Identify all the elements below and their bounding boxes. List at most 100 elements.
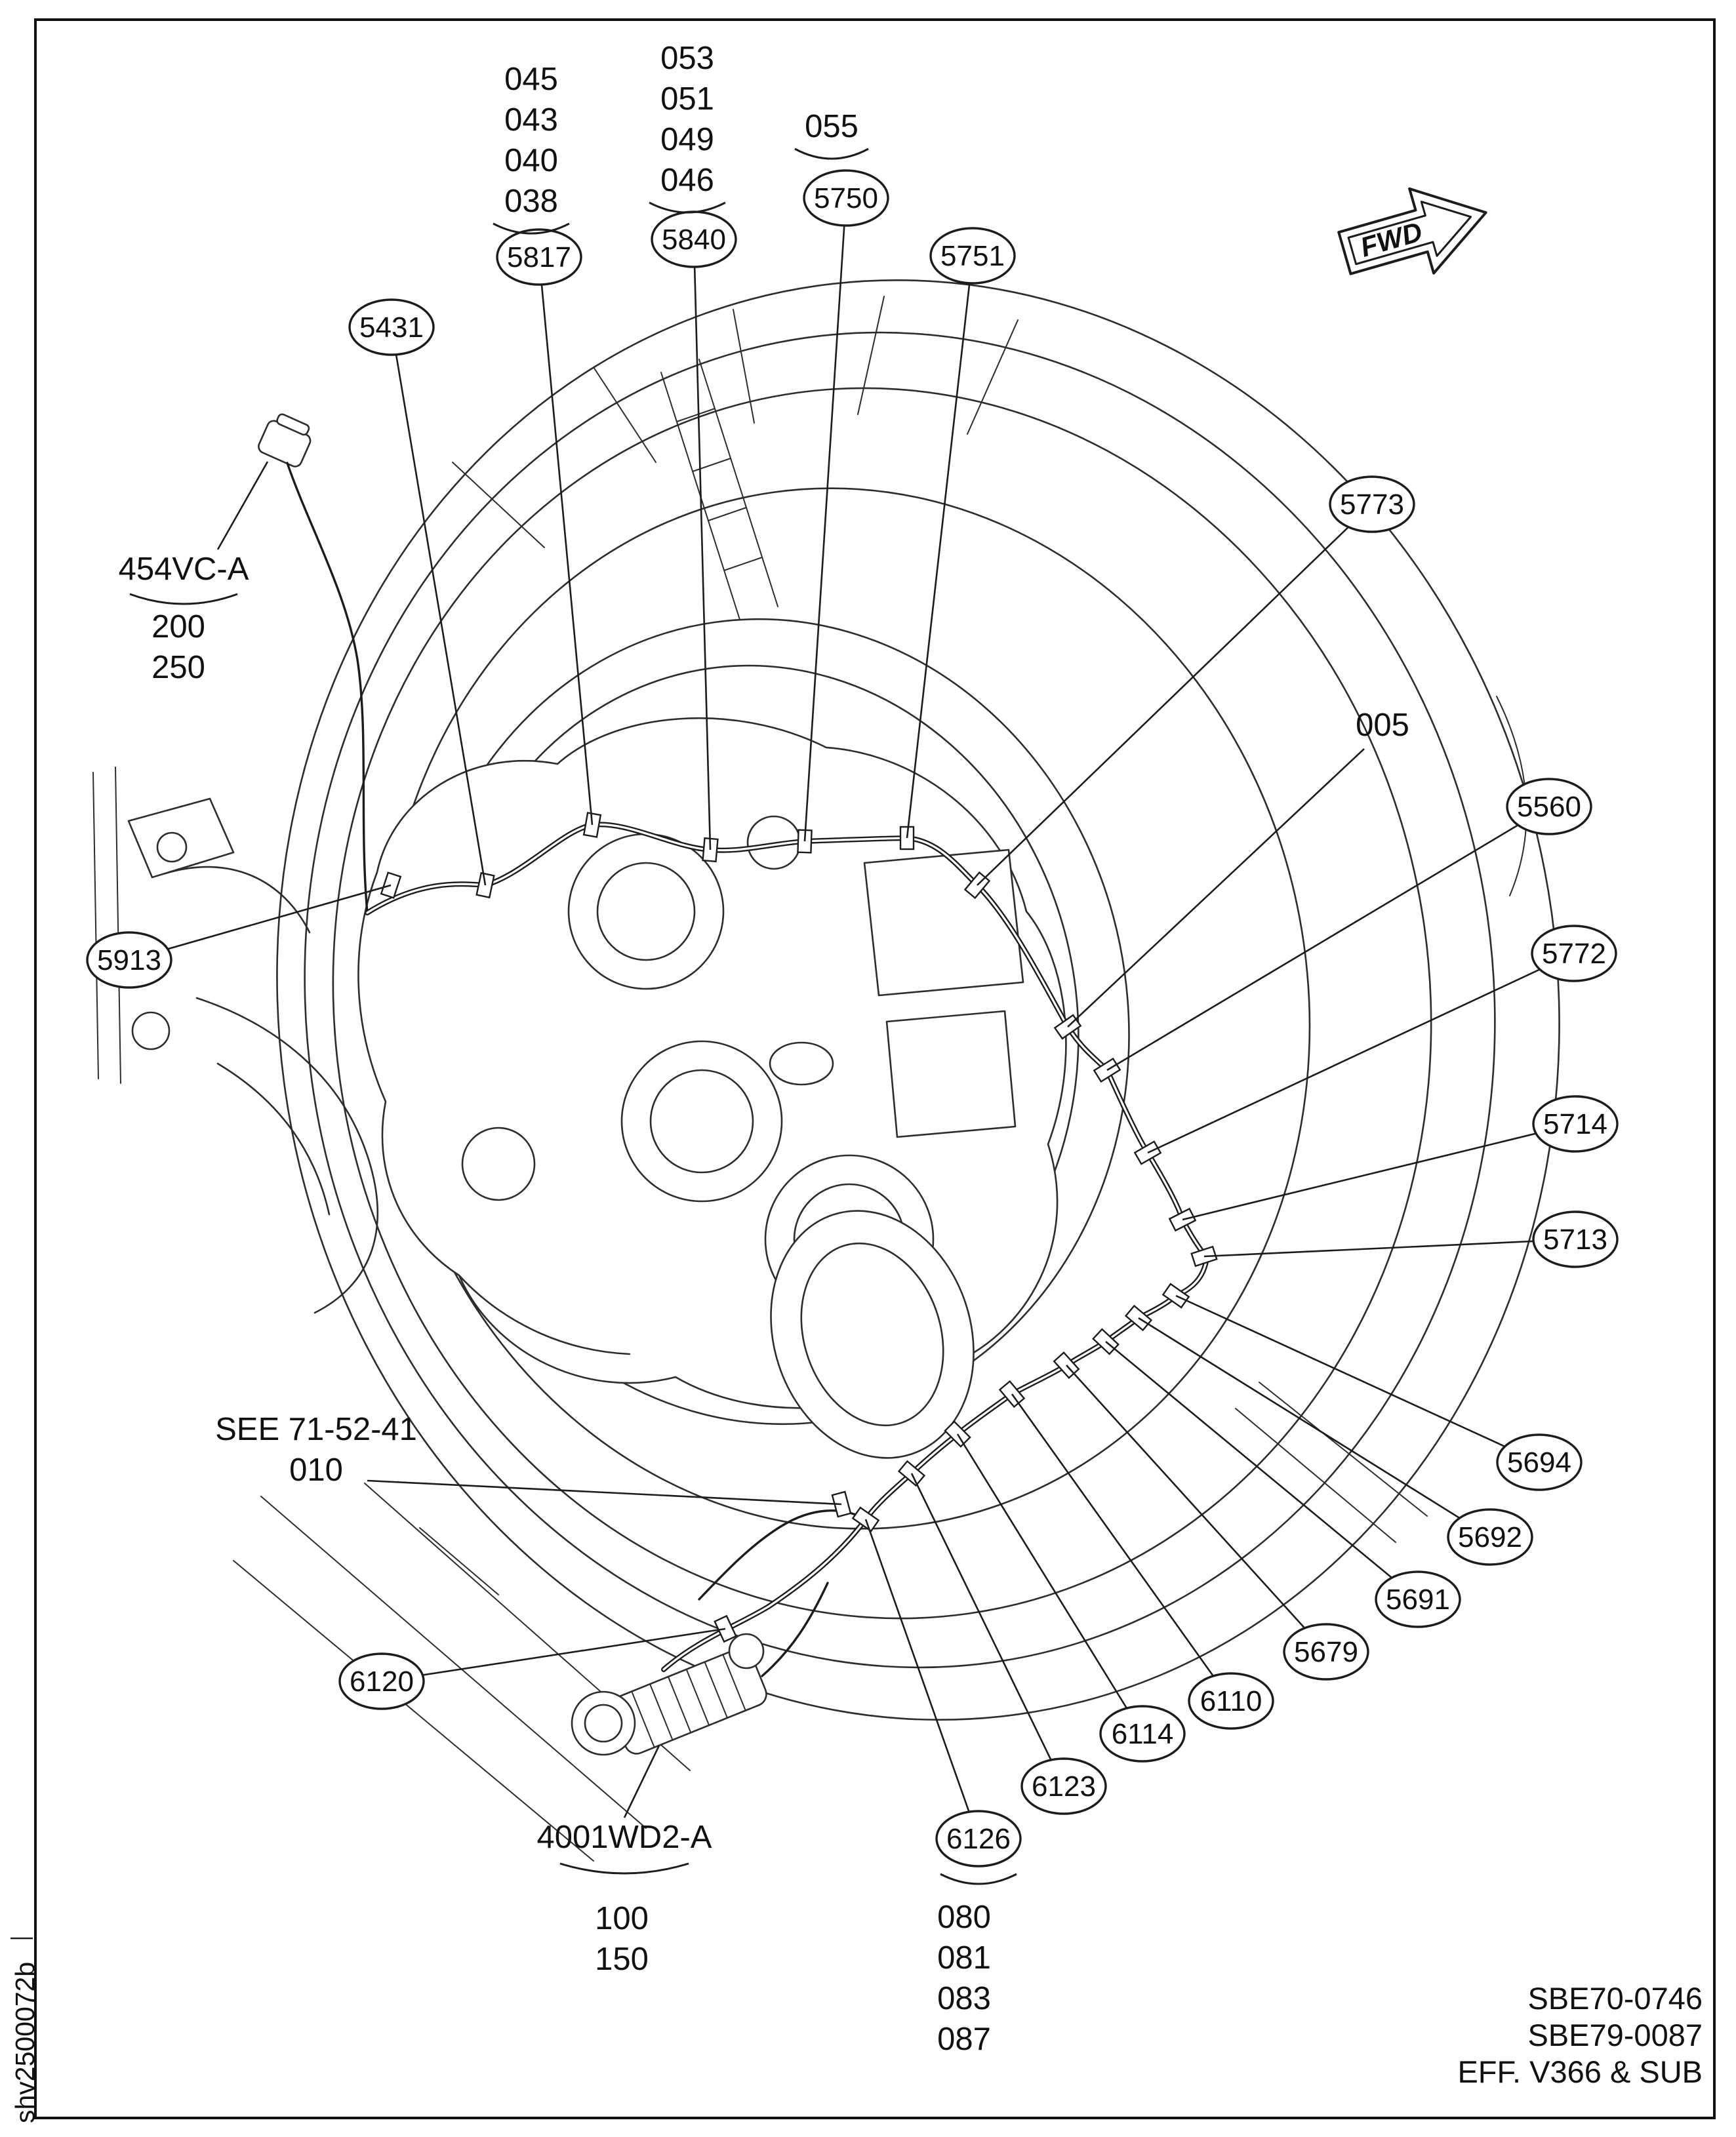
stack-item: 081	[937, 1940, 991, 1976]
harness-label-454vc: 454VC-A	[119, 551, 249, 587]
balloon	[496, 228, 582, 286]
small-boss-3	[769, 1041, 834, 1086]
pylon-rails	[92, 767, 121, 1084]
stack-item: 045	[504, 62, 558, 97]
stack-item: 038	[504, 184, 558, 219]
leader-6126	[864, 1519, 980, 1839]
balloon	[338, 1652, 425, 1710]
stack-6126: 080 081 083 087	[937, 1873, 1017, 2057]
stack-bracket	[794, 148, 869, 160]
leader-4001wd2	[623, 1745, 660, 1818]
leader-5773	[977, 504, 1373, 886]
callout-5560: 5560	[1506, 778, 1592, 835]
item-005-label: 005	[1356, 708, 1409, 743]
callout-5714: 5714	[1532, 1095, 1619, 1153]
balloon	[929, 227, 1016, 285]
callout-label: 6123	[1032, 1770, 1096, 1803]
balloon	[1099, 1705, 1186, 1763]
stack-item: 100	[595, 1901, 649, 1936]
callout-5817: 5817	[496, 228, 582, 286]
callout-5694: 5694	[1496, 1433, 1583, 1491]
stack-5840: 053 051 049 046	[649, 41, 726, 214]
callout-label: 6126	[946, 1823, 1011, 1855]
connector-4001wd2	[571, 1633, 767, 1756]
leader-5560	[1106, 805, 1550, 1071]
sheet-code: shv2500072b	[10, 1962, 40, 2123]
callout-label: 5817	[507, 241, 571, 273]
harness-label-4001wd2: 4001WD2-A	[537, 1820, 712, 1855]
stack-item: 051	[660, 81, 714, 117]
callout-label: 5750	[814, 182, 878, 214]
callout-5840: 5840	[651, 210, 737, 268]
callout-label: 5773	[1340, 489, 1404, 521]
lower-left-pipe-1	[195, 997, 378, 1314]
probe-454vc	[258, 413, 312, 468]
stack-bracket	[940, 1873, 1017, 1885]
airframe-diagonals-bottom-right	[1235, 1382, 1428, 1543]
balloon	[1283, 1623, 1369, 1681]
callout-6126: 6126	[935, 1810, 1022, 1867]
callout-5431: 5431	[348, 298, 435, 356]
callout-5750: 5750	[803, 169, 889, 227]
fan-frame-ladder	[660, 359, 778, 620]
callout-label: 5714	[1543, 1108, 1607, 1140]
leader-6123	[910, 1473, 1065, 1787]
upper-left-pipe	[164, 866, 311, 934]
balloon	[86, 931, 172, 989]
stack-item: 150	[595, 1942, 649, 1977]
balloon	[1531, 925, 1617, 982]
accessory-box-2	[885, 1010, 1017, 1138]
pylon-hole-2	[156, 831, 188, 863]
balloon	[1375, 1570, 1461, 1628]
callout-5692: 5692	[1447, 1508, 1533, 1566]
balloon	[1447, 1508, 1533, 1566]
callout-5913: 5913	[86, 931, 172, 989]
balloon	[1532, 1095, 1619, 1153]
stack-item: 053	[660, 41, 714, 76]
callout-label: 5691	[1386, 1584, 1450, 1616]
footer-ref-1: SBE70-0746	[1527, 1981, 1703, 2016]
leader-5751	[906, 255, 974, 839]
balloon	[1506, 778, 1592, 835]
fwd-arrow-inner-outline	[1347, 201, 1472, 266]
leader-5679	[1066, 1365, 1327, 1652]
title-block: SBE70-0746 SBE79-0087 EFF. V366 & SUB sh…	[10, 1937, 1703, 2123]
leader-5817	[538, 256, 594, 826]
airframe-diagonals-bottom-left	[233, 1483, 691, 1862]
callout-6123: 6123	[1020, 1757, 1107, 1815]
callout-5772: 5772	[1531, 925, 1617, 982]
leader-5713	[1203, 1238, 1576, 1258]
footer-effectivity: EFF. V366 & SUB	[1457, 2054, 1703, 2089]
leader-5840	[693, 239, 712, 850]
part-number-stacks: 045 043 040 038 053 051 049 046 055 454V…	[119, 41, 1017, 2057]
stack-4001wd2: 4001WD2-A 100 150	[537, 1820, 712, 1977]
callout-label: 5772	[1542, 938, 1606, 970]
stack-5817: 045 043 040 038	[493, 62, 570, 235]
callout-5691: 5691	[1375, 1570, 1461, 1628]
pylon-bracket	[127, 797, 235, 879]
stack-item: 040	[504, 143, 558, 178]
gearbox-port-1-inner	[596, 862, 696, 961]
leader-6114	[956, 1433, 1144, 1734]
sheet-border	[34, 18, 1716, 2119]
stack-bracket	[493, 222, 570, 235]
connector-cable-loop	[761, 1582, 829, 1677]
leader-5691	[1105, 1340, 1419, 1601]
callout-5713: 5713	[1532, 1210, 1619, 1268]
stack-item: 083	[937, 1981, 991, 2016]
stack-bracket	[559, 1862, 689, 1875]
callouts: 5817 5840 5750 5751 5431 5773 5560 5772 …	[86, 169, 1619, 1867]
gearbox-port-2-inner	[649, 1069, 754, 1174]
fan-case-ring-3	[332, 387, 1432, 1620]
leader-5913	[129, 884, 392, 961]
balloon	[348, 298, 435, 356]
stack-item: 080	[937, 1900, 991, 1935]
leader-5772	[1147, 952, 1575, 1154]
callout-5751: 5751	[929, 227, 1016, 285]
callout-label: 5913	[97, 944, 161, 976]
probe-cable	[286, 462, 369, 914]
leader-005	[1067, 748, 1365, 1028]
callout-6110: 6110	[1188, 1672, 1274, 1730]
